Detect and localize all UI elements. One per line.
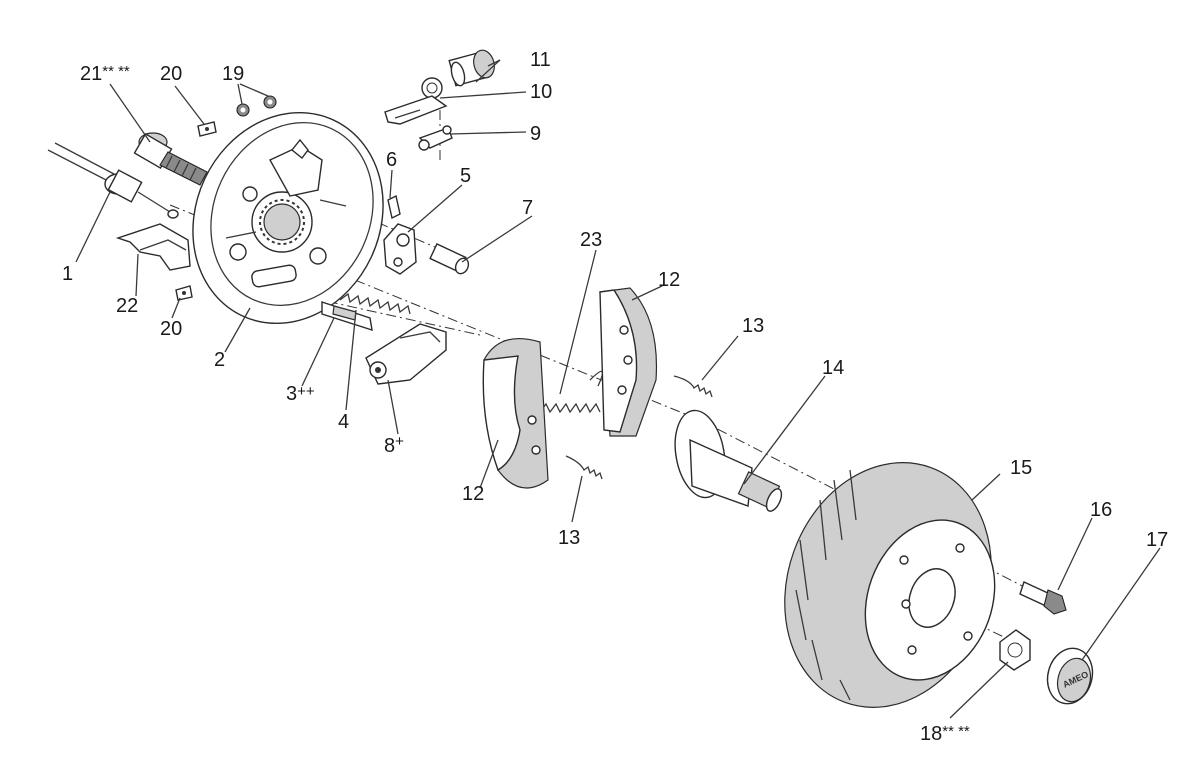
- part-18-axle-nut: [999, 629, 1031, 671]
- part-2-backing-plate: [192, 111, 384, 325]
- part-12-brake-shoe-front: [482, 338, 549, 489]
- label-part-12-lower: 12: [462, 483, 484, 505]
- part-5-cam-lever: [383, 223, 417, 275]
- part-12-brake-shoe-rear: [599, 287, 658, 437]
- part-14-spindle: [674, 409, 783, 512]
- label-part-21: 21** **: [80, 63, 130, 85]
- part-13-spring-upper: [673, 375, 713, 398]
- part-8-expander: [365, 323, 447, 385]
- part-6-pin: [387, 194, 401, 220]
- label-part-12-upper: 12: [658, 269, 680, 291]
- part-4-return-spring: [339, 292, 411, 315]
- label-part-13-upper: 13: [742, 315, 764, 337]
- label-part-15: 15: [1010, 457, 1032, 479]
- label-part-22: 22: [116, 295, 138, 317]
- part-19-nuts: [236, 95, 277, 117]
- part-7-roller-pin: [429, 243, 470, 275]
- label-part-11: 11: [530, 49, 551, 71]
- label-part-7: 7: [522, 197, 533, 219]
- part-1-brake-cable: [47, 142, 179, 219]
- part-9-spring-clip: [418, 125, 453, 151]
- label-part-14: 14: [822, 357, 844, 379]
- part-20-clip-upper: [197, 121, 217, 137]
- label-part-1: 1: [62, 263, 73, 285]
- part-3-adjuster: [321, 301, 373, 332]
- leader-lines: [75, 59, 1161, 719]
- label-part-6: 6: [386, 149, 397, 171]
- part-10-lever: [384, 77, 448, 125]
- label-part-8: 8+: [384, 433, 404, 457]
- label-part-23: 23: [580, 229, 602, 251]
- label-part-20-lower: 20: [160, 318, 182, 340]
- label-part-18: 18** **: [920, 723, 970, 745]
- part-22-cable-bracket: [115, 223, 191, 271]
- label-part-17: 17: [1146, 529, 1168, 551]
- label-part-3: 3++: [286, 383, 315, 405]
- part-16-wheel-bolt: [1019, 581, 1067, 615]
- part-21-adjuster-bolt: [133, 132, 208, 186]
- part-11-bushing: [448, 49, 495, 87]
- label-part-2: 2: [214, 349, 225, 371]
- label-part-5: 5: [460, 165, 471, 187]
- part-20-clip-lower: [175, 285, 193, 301]
- part-17-hub-cap: AMEO: [1046, 647, 1094, 705]
- label-part-19: 19: [222, 63, 244, 85]
- callout-labels: 1 21** ** 20 19 11 10 9 6 5 7 22 20 2 3+…: [62, 49, 1168, 745]
- label-part-20-upper: 20: [160, 63, 182, 85]
- label-part-9: 9: [530, 123, 541, 145]
- label-part-4: 4: [338, 411, 349, 433]
- part-15-brake-drum: [784, 462, 996, 708]
- label-part-10: 10: [530, 81, 552, 103]
- label-part-16: 16: [1090, 499, 1112, 521]
- label-part-13-lower: 13: [558, 527, 580, 549]
- part-13-spring-lower: [565, 455, 603, 480]
